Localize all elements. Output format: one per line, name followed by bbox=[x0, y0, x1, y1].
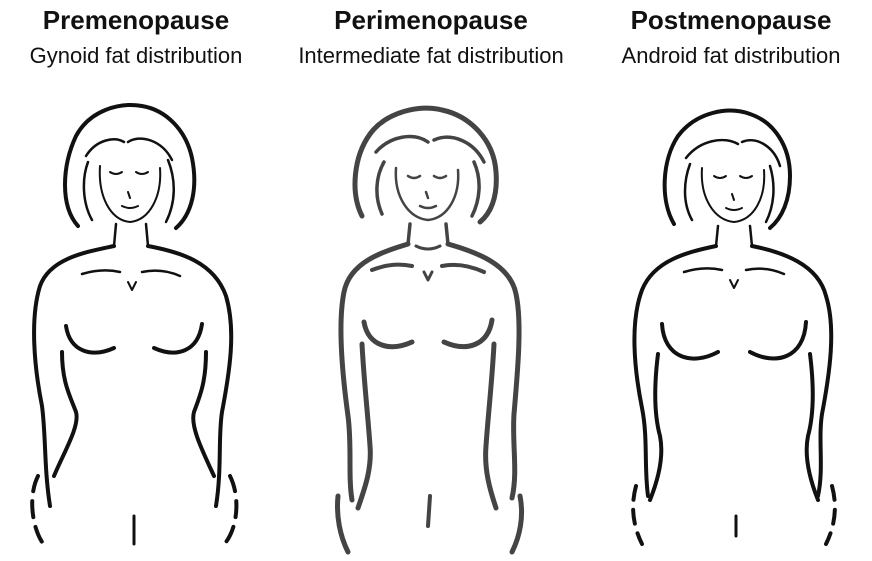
panel-subtitle: Android fat distribution bbox=[590, 42, 872, 70]
panel-perimenopause: Perimenopause Intermediate fat distribut… bbox=[272, 0, 590, 561]
panel-title: Perimenopause bbox=[272, 4, 590, 36]
panel-subtitle: Gynoid fat distribution bbox=[0, 42, 272, 70]
panel-title: Premenopause bbox=[0, 4, 272, 36]
panel-postmenopause: Postmenopause Android fat distribution bbox=[590, 0, 872, 561]
panel-title: Postmenopause bbox=[590, 4, 872, 36]
intermediate-figure-illustration bbox=[324, 96, 544, 556]
gynoid-figure-illustration bbox=[16, 96, 256, 556]
panel-subtitle: Intermediate fat distribution bbox=[272, 42, 590, 70]
panel-premenopause: Premenopause Gynoid fat distribution bbox=[0, 0, 272, 561]
android-figure-illustration bbox=[614, 96, 854, 556]
